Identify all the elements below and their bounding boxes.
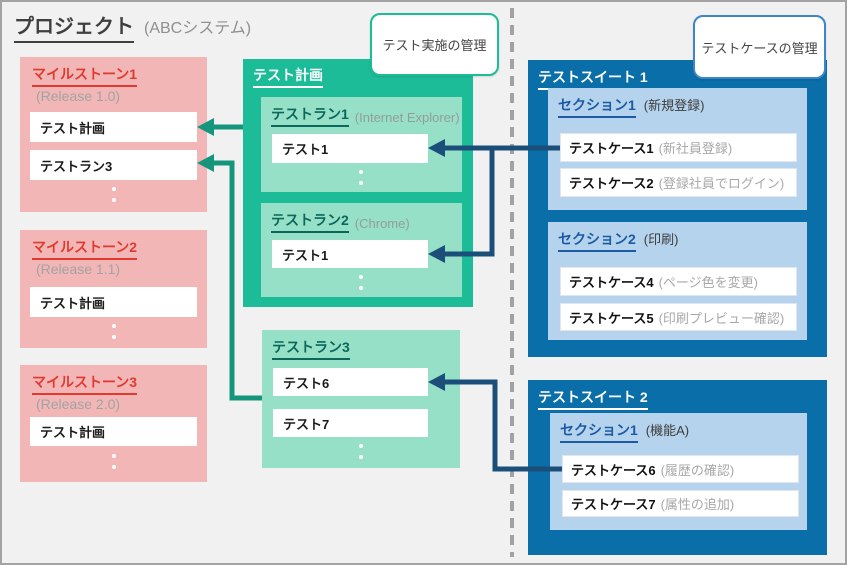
section-box-1: セクション1 (新規登録) テストケース1 (新社員登録) テストケース2 (登録社員… bbox=[548, 88, 807, 210]
test-run-box-2: テストラン2 (Chrome) テスト1 bbox=[261, 203, 462, 297]
run-title: テストラン1 bbox=[271, 104, 349, 127]
section-title-line: セクション1 (機能A) bbox=[560, 420, 689, 443]
section-title: セクション1 bbox=[560, 420, 638, 443]
case-name: テストケース6 bbox=[571, 462, 656, 478]
section-title: セクション1 bbox=[558, 95, 636, 118]
release-label: (Release 1.1) bbox=[36, 261, 121, 277]
callout-label: テストケースの管理 bbox=[701, 40, 818, 56]
case-name: テストケース5 bbox=[569, 310, 654, 326]
run-note: (Chrome) bbox=[354, 216, 410, 231]
project-title: プロジェクト bbox=[14, 10, 134, 43]
run-title-line: テストラン2 (Chrome) bbox=[271, 210, 410, 233]
case-note: (ページ色を変更) bbox=[658, 275, 758, 290]
milestone-title: マイルストーン1 bbox=[32, 64, 138, 87]
test-case-item: テストケース5(印刷プレビュー確認) bbox=[560, 303, 797, 331]
milestone-box-1: マイルストーン1 (Release 1.0) テスト計画 テストラン3 bbox=[20, 57, 207, 212]
ellipsis-dots bbox=[110, 187, 118, 202]
callout-test-cases: テストケースの管理 bbox=[693, 15, 826, 79]
project-subtitle: (ABCシステム) bbox=[144, 20, 252, 37]
run-title: テストラン3 bbox=[272, 337, 350, 360]
section-box-2: セクション2 (印刷) テストケース4 (ページ色を変更) テストケース5(印刷プレ… bbox=[548, 222, 807, 340]
milestone-title: マイルストーン3 bbox=[32, 372, 138, 395]
milestone-box-2: マイルストーン2 (Release 1.1) テスト計画 bbox=[20, 230, 207, 348]
ellipsis-dots bbox=[110, 454, 118, 469]
ellipsis-dots bbox=[357, 444, 365, 459]
ellipsis-dots bbox=[110, 324, 118, 339]
release-label: (Release 1.0) bbox=[36, 88, 121, 104]
test-run-box-3: テストラン3 テスト6 テスト7 bbox=[262, 330, 460, 468]
section-title-line: セクション1 (新規登録) bbox=[558, 95, 704, 118]
test-case-item: テストケース6(履歴の確認) bbox=[562, 455, 799, 483]
test-item: テスト1 bbox=[272, 134, 428, 163]
run-title-line: テストラン1 (Internet Explorer) bbox=[271, 104, 460, 127]
milestone-item-test-plan: テスト計画 bbox=[30, 287, 197, 317]
test-item: テスト6 bbox=[273, 368, 428, 396]
case-name: テストケース4 bbox=[569, 275, 654, 290]
suite-title: テストスイート 2 bbox=[538, 387, 648, 410]
milestone-item-test-plan: テスト計画 bbox=[30, 112, 197, 142]
ellipsis-dots bbox=[357, 170, 365, 185]
page-title: プロジェクト (ABCシステム) bbox=[14, 10, 251, 43]
case-note: (新社員登録) bbox=[658, 141, 733, 156]
milestone-title: マイルストーン2 bbox=[32, 237, 138, 260]
test-plan-box: テスト計画 テストラン1 (Internet Explorer) テスト1 テスト… bbox=[243, 59, 473, 307]
run-title: テストラン2 bbox=[271, 210, 349, 233]
milestone-item-test-run3: テストラン3 bbox=[30, 150, 197, 180]
callout-test-execution: テスト実施の管理 bbox=[370, 13, 499, 76]
case-note: (登録社員でログイン) bbox=[658, 176, 785, 191]
test-plan-title: テスト計画 bbox=[253, 65, 323, 88]
section-title-line: セクション2 (印刷) bbox=[558, 229, 678, 252]
test-item: テスト7 bbox=[273, 409, 428, 437]
test-case-item: テストケース1 (新社員登録) bbox=[560, 133, 797, 162]
run-note: (Internet Explorer) bbox=[354, 110, 460, 125]
test-item: テスト1 bbox=[272, 240, 428, 268]
callout-label: テスト実施の管理 bbox=[382, 38, 487, 53]
case-note: (属性の追加) bbox=[660, 497, 735, 512]
section-note: (新規登録) bbox=[643, 98, 705, 113]
case-name: テストケース2 bbox=[569, 176, 654, 191]
run-title-line: テストラン3 bbox=[272, 337, 350, 360]
section-box-1: セクション1 (機能A) テストケース6(履歴の確認) テストケース7 (属性の追加… bbox=[550, 413, 807, 530]
ellipsis-dots bbox=[357, 275, 365, 290]
milestone-box-3: マイルストーン3 (Release 2.0) テスト計画 bbox=[20, 365, 207, 482]
test-case-item: テストケース7 (属性の追加) bbox=[562, 490, 799, 517]
suite-title: テストスイート 1 bbox=[538, 67, 648, 90]
section-title: セクション2 bbox=[558, 229, 636, 252]
release-label: (Release 2.0) bbox=[36, 396, 121, 412]
test-run-box-1: テストラン1 (Internet Explorer) テスト1 bbox=[261, 97, 462, 192]
milestone-item-test-plan: テスト計画 bbox=[30, 417, 197, 446]
test-case-item: テストケース2 (登録社員でログイン) bbox=[560, 168, 797, 197]
test-suite-box-2: テストスイート 2 セクション1 (機能A) テストケース6(履歴の確認) テスト… bbox=[528, 380, 827, 555]
case-note: (印刷プレビュー確認) bbox=[658, 310, 785, 326]
case-name: テストケース1 bbox=[569, 141, 654, 156]
test-suite-box-1: テストスイート 1 セクション1 (新規登録) テストケース1 (新社員登録) テス… bbox=[528, 60, 827, 357]
section-note: (機能A) bbox=[645, 423, 690, 438]
test-case-item: テストケース4 (ページ色を変更) bbox=[560, 267, 797, 296]
case-name: テストケース7 bbox=[571, 497, 656, 512]
case-note: (履歴の確認) bbox=[660, 462, 735, 478]
section-note: (印刷) bbox=[643, 232, 679, 247]
